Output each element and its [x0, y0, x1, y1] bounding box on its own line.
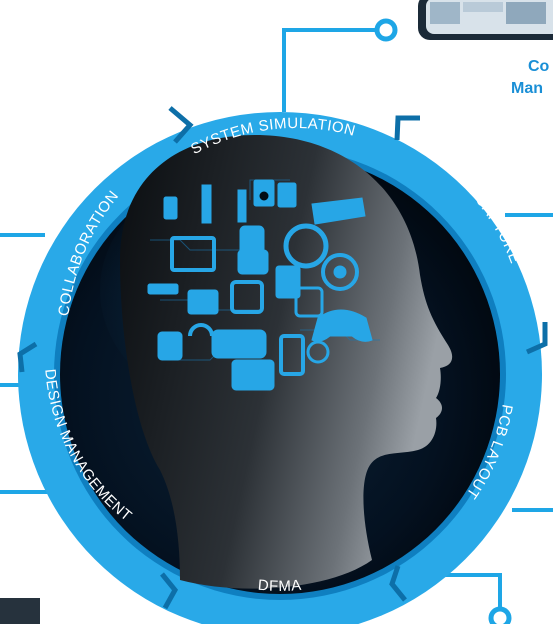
- fingerprint-icon: [294, 286, 324, 318]
- action-camera-icon: [277, 182, 297, 208]
- touch-tablet-icon: [231, 359, 275, 391]
- side-caption-line2: Man: [511, 80, 543, 97]
- target-icon: [321, 253, 359, 291]
- handheld-console-icon: [211, 329, 267, 359]
- printer-icon: [187, 289, 219, 315]
- smartphone-icon: [279, 334, 305, 376]
- head-silhouette: [120, 135, 453, 589]
- music-player-icon: [157, 331, 183, 361]
- speaker-icon: [163, 196, 178, 220]
- corner-decoration: [0, 598, 40, 624]
- router-icon: [147, 283, 179, 295]
- ring-separators: [17, 106, 548, 610]
- connector-node-bottom: [488, 606, 512, 624]
- tablet-icon: [275, 265, 301, 299]
- headphones-icon: [188, 323, 214, 337]
- ring-label-dfma: DFMA: [257, 577, 302, 595]
- connector-node-top: [374, 18, 398, 42]
- side-caption-line1: Co: [528, 58, 550, 75]
- heart-rate-icon: [237, 249, 269, 275]
- tower-speaker-icon: [201, 184, 247, 224]
- thermostat-icon: [230, 280, 264, 314]
- chat-bubble-icon: [306, 340, 330, 364]
- robot-vacuum-icon: [283, 223, 329, 269]
- software-screenshot-thumbnail: [418, 0, 553, 40]
- svg-text:DFMA: DFMA: [257, 577, 302, 595]
- monitor-icon: [170, 236, 216, 272]
- camera-icon: [253, 179, 275, 207]
- vr-glasses-icon: [311, 197, 366, 225]
